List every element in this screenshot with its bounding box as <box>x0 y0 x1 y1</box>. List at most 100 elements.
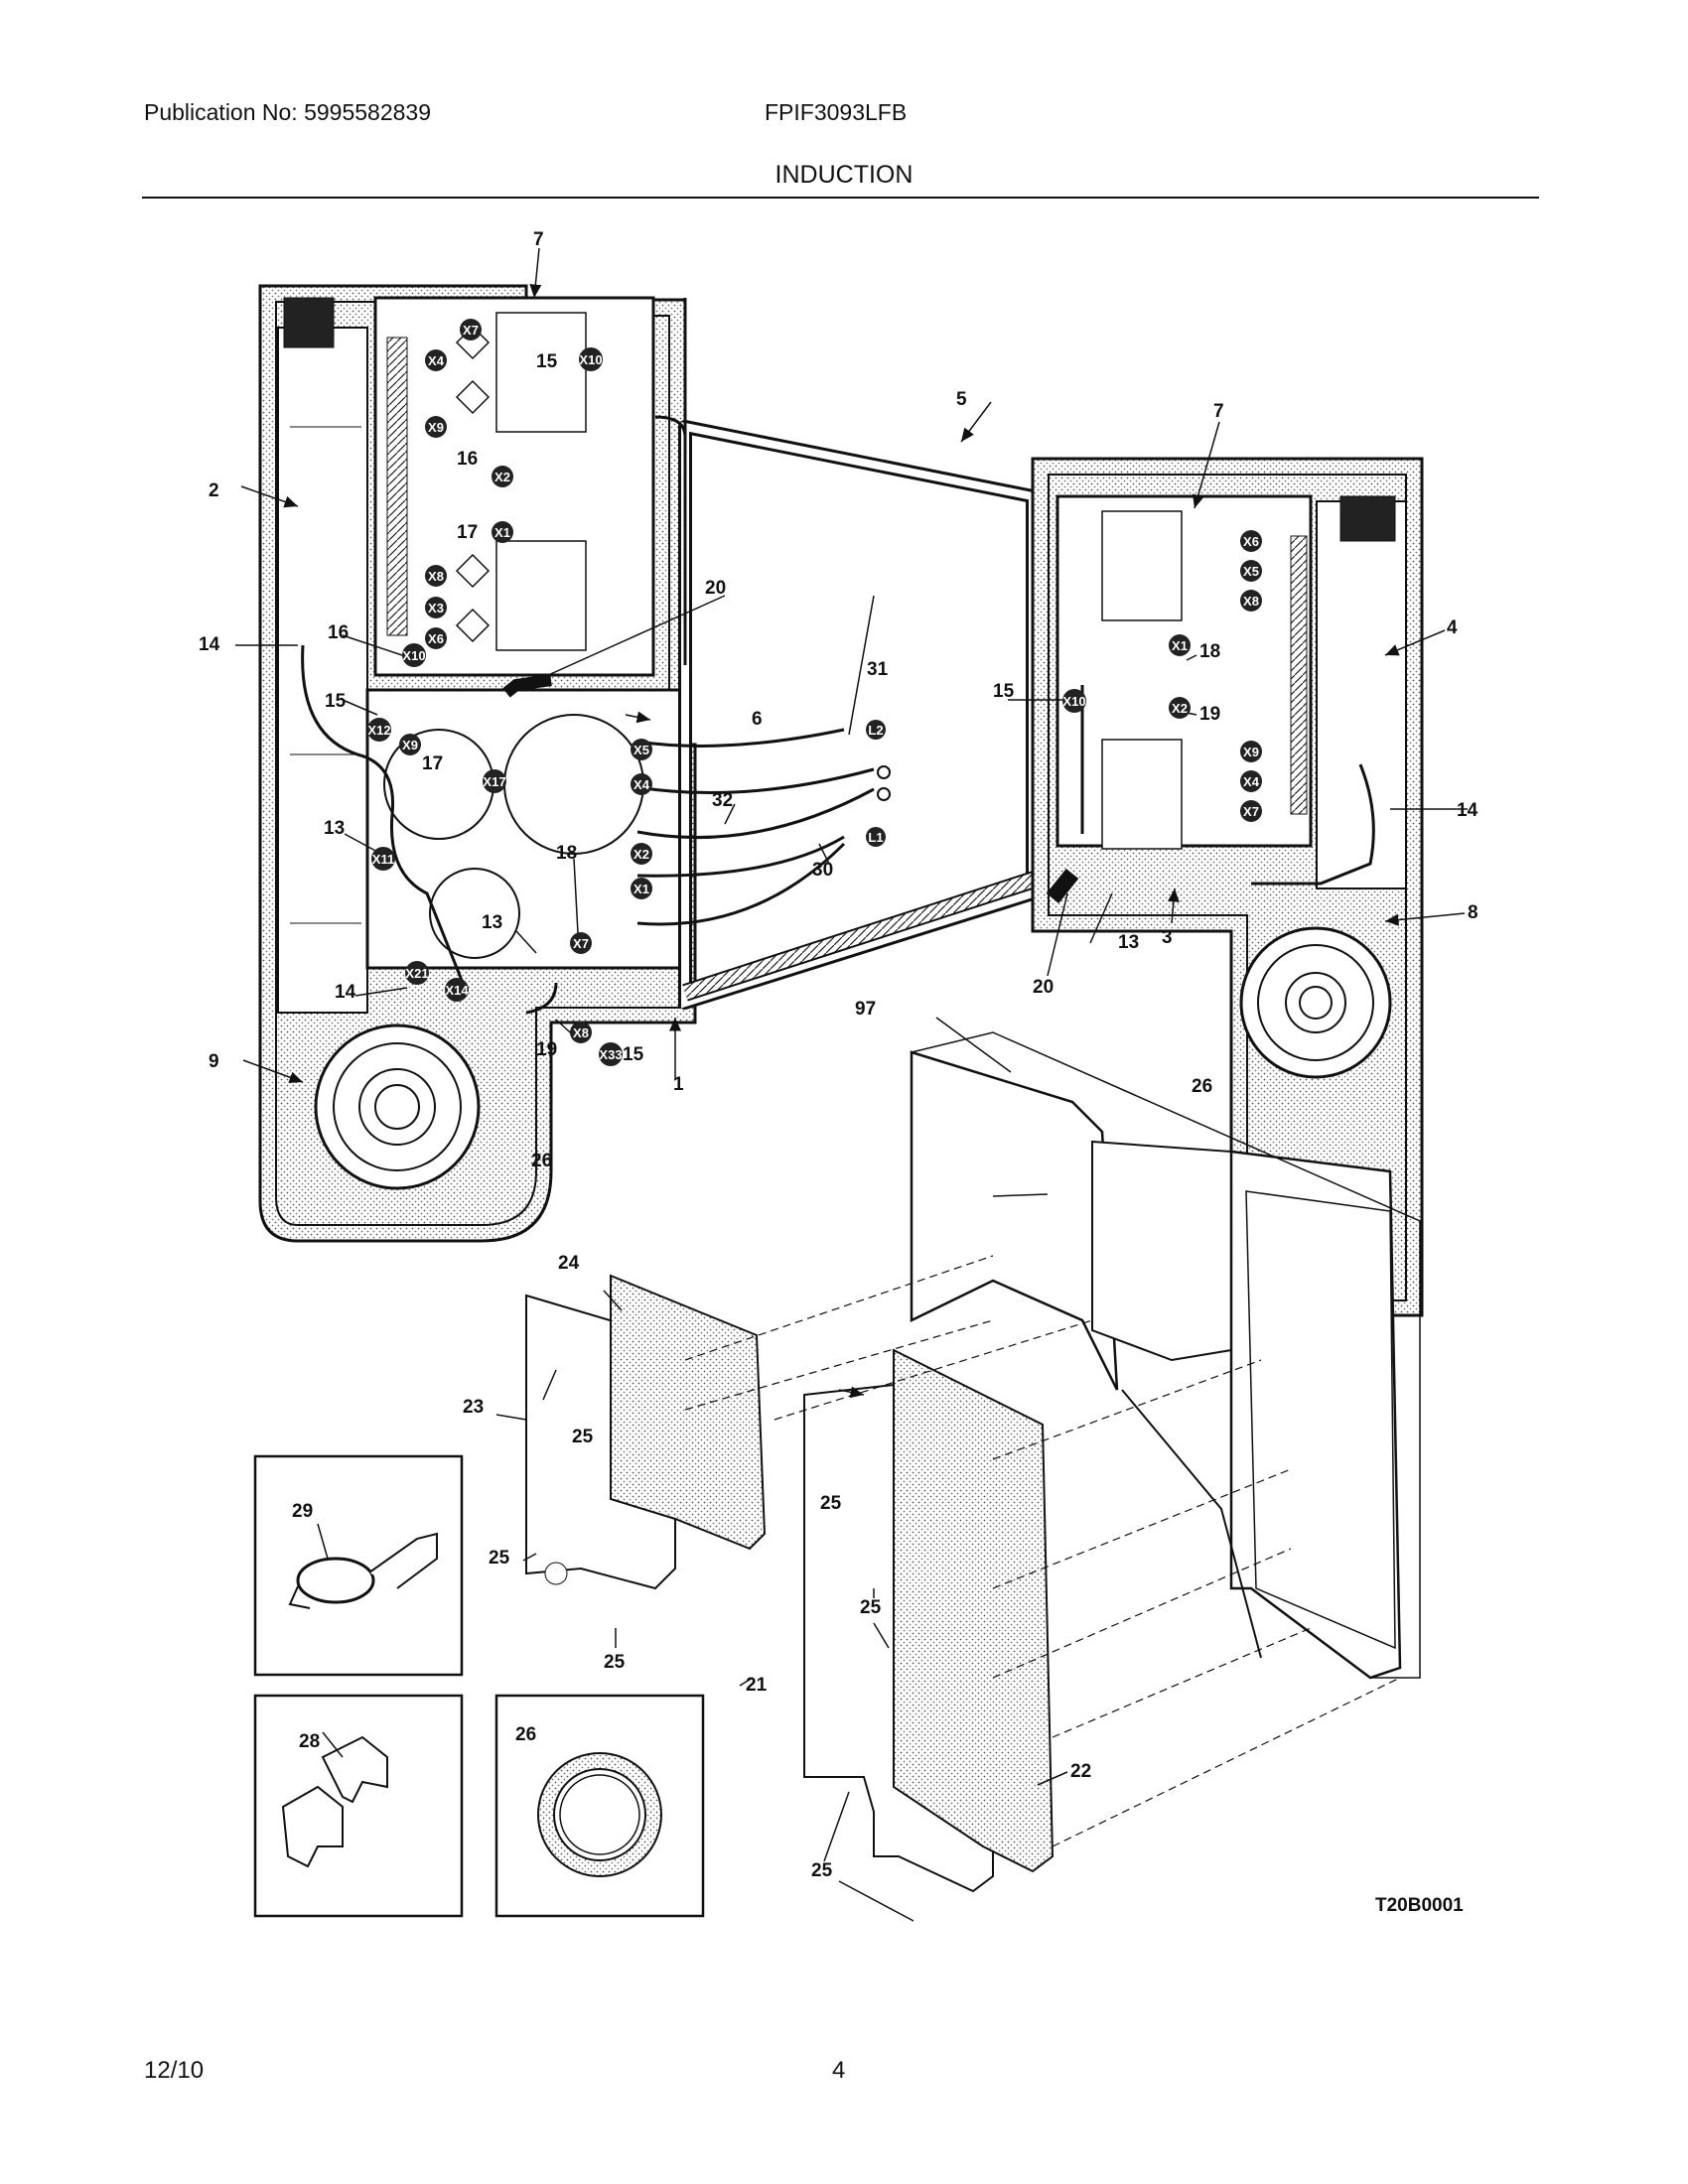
callout-4: 4 <box>1447 617 1458 638</box>
publication-number: Publication No: 5995582839 <box>144 99 432 125</box>
callout-14-right: 14 <box>1457 800 1478 821</box>
right-side-duct <box>1316 495 1407 889</box>
callout-25-f: 25 <box>811 1860 833 1881</box>
callout-23: 23 <box>463 1397 484 1418</box>
svg-text:X7: X7 <box>1243 804 1259 819</box>
connector-x10-right: X10 <box>1062 689 1086 713</box>
callout-20: 20 <box>705 578 726 599</box>
callout-13-mid: 13 <box>482 912 502 933</box>
connector-x5-right: X5 <box>1240 560 1262 582</box>
inset-box-28 <box>253 1694 464 1918</box>
svg-text:X21: X21 <box>405 966 428 981</box>
connector-x33: X33 <box>599 1042 623 1066</box>
callout-1: 1 <box>673 1074 684 1095</box>
svg-text:X14: X14 <box>445 983 469 998</box>
connector-x6-right: X6 <box>1240 530 1262 552</box>
inset-box-29 <box>253 1454 464 1677</box>
callout-13: 13 <box>324 818 345 839</box>
connector-x2-top: X2 <box>492 466 513 487</box>
callout-15: 15 <box>536 351 558 372</box>
callout-25-e: 25 <box>860 1597 882 1618</box>
connector-badges: X7 X4 X9 X10 X2 X1 X8 X3 X6 X10 X12 X9 X… <box>367 319 1262 1066</box>
wiring-harness <box>301 298 1375 1015</box>
connector-x9-right: X9 <box>1240 741 1262 762</box>
callout-14-lower: 14 <box>335 982 356 1003</box>
callout-18-right: 18 <box>1199 641 1220 662</box>
connector-x7-top: X7 <box>460 319 482 341</box>
svg-text:X8: X8 <box>1243 594 1259 609</box>
svg-text:X2: X2 <box>633 847 649 862</box>
svg-text:X5: X5 <box>633 743 649 757</box>
callout-32: 32 <box>712 790 733 811</box>
callout-14: 14 <box>199 634 220 655</box>
explode-lines <box>684 1255 1401 1847</box>
connector-x10-top: X10 <box>579 347 603 371</box>
connector-x10-mid: X10 <box>402 643 426 667</box>
connector-x21: X21 <box>405 961 429 985</box>
svg-text:X6: X6 <box>428 631 444 646</box>
connector-x4-right: X4 <box>1240 770 1262 792</box>
callout-9: 9 <box>209 1051 219 1072</box>
callout-7-right: 7 <box>1213 401 1224 422</box>
connector-x7-right: X7 <box>1240 800 1262 822</box>
callout-19-right: 19 <box>1199 704 1220 725</box>
callout-15-bottom: 15 <box>623 1044 644 1065</box>
svg-text:X5: X5 <box>1243 564 1259 579</box>
connector-x4-top: X4 <box>425 349 447 371</box>
connector-x17: X17 <box>483 769 506 793</box>
svg-text:X9: X9 <box>402 738 418 752</box>
connector-x9-top: X9 <box>425 416 447 438</box>
svg-text:X8: X8 <box>573 1025 589 1040</box>
right-fan <box>1239 926 1392 1079</box>
svg-text:L2: L2 <box>868 723 883 738</box>
callout-97: 97 <box>855 999 876 1020</box>
svg-text:X17: X17 <box>483 774 505 789</box>
svg-text:X7: X7 <box>463 323 479 338</box>
callout-25-b: 25 <box>820 1493 842 1514</box>
callout-18: 18 <box>556 843 577 864</box>
callout-29: 29 <box>292 1501 313 1522</box>
callout-25-c: 25 <box>489 1548 510 1569</box>
left-side-duct <box>277 297 368 1014</box>
connector-x14: X14 <box>445 978 469 1002</box>
inset-box-26 <box>494 1694 705 1918</box>
callout-5: 5 <box>956 389 967 410</box>
footer-date: 12/10 <box>144 2057 205 2084</box>
frame-assembly-97 <box>910 1031 1421 1680</box>
left-fan <box>314 1024 481 1190</box>
callout-17-lower: 17 <box>422 753 443 774</box>
leader-lines <box>235 247 1468 1922</box>
shield-24 <box>610 1274 767 1551</box>
svg-text:X3: X3 <box>428 601 444 615</box>
svg-text:X11: X11 <box>372 852 394 867</box>
callout-16: 16 <box>457 449 478 470</box>
connector-x1-top: X1 <box>492 521 513 543</box>
callout-labels: 7 2 5 7 4 8 9 1 3 6 15 16 17 20 16 14 15… <box>199 229 1478 1881</box>
callout-25-d: 25 <box>604 1652 626 1673</box>
shield-22 <box>893 1348 1055 1873</box>
callout-2: 2 <box>209 480 219 501</box>
callout-26-inset: 26 <box>515 1724 536 1745</box>
connector-x2-right: X2 <box>1169 697 1191 719</box>
terminal-l2: L2 <box>866 720 886 740</box>
callout-26: 26 <box>531 1151 552 1171</box>
svg-text:X33: X33 <box>599 1047 622 1062</box>
callout-13-right: 13 <box>1118 932 1139 953</box>
connector-x9-mid: X9 <box>399 734 421 755</box>
callout-3: 3 <box>1162 927 1173 948</box>
callout-28: 28 <box>299 1731 320 1752</box>
callout-20-right: 20 <box>1033 977 1054 998</box>
svg-text:X1: X1 <box>633 882 649 896</box>
svg-text:X9: X9 <box>428 420 444 435</box>
svg-text:X4: X4 <box>428 353 445 368</box>
callout-16-lower: 16 <box>328 622 349 643</box>
connector-x6-top: X6 <box>425 627 447 649</box>
callout-7: 7 <box>533 229 544 250</box>
section-title: INDUCTION <box>774 161 914 189</box>
connector-x5: X5 <box>631 739 652 760</box>
svg-text:X6: X6 <box>1243 534 1259 549</box>
svg-text:X1: X1 <box>1172 638 1188 653</box>
callout-30: 30 <box>812 860 833 881</box>
svg-text:X10: X10 <box>1062 694 1085 709</box>
connector-x11: X11 <box>371 847 395 871</box>
